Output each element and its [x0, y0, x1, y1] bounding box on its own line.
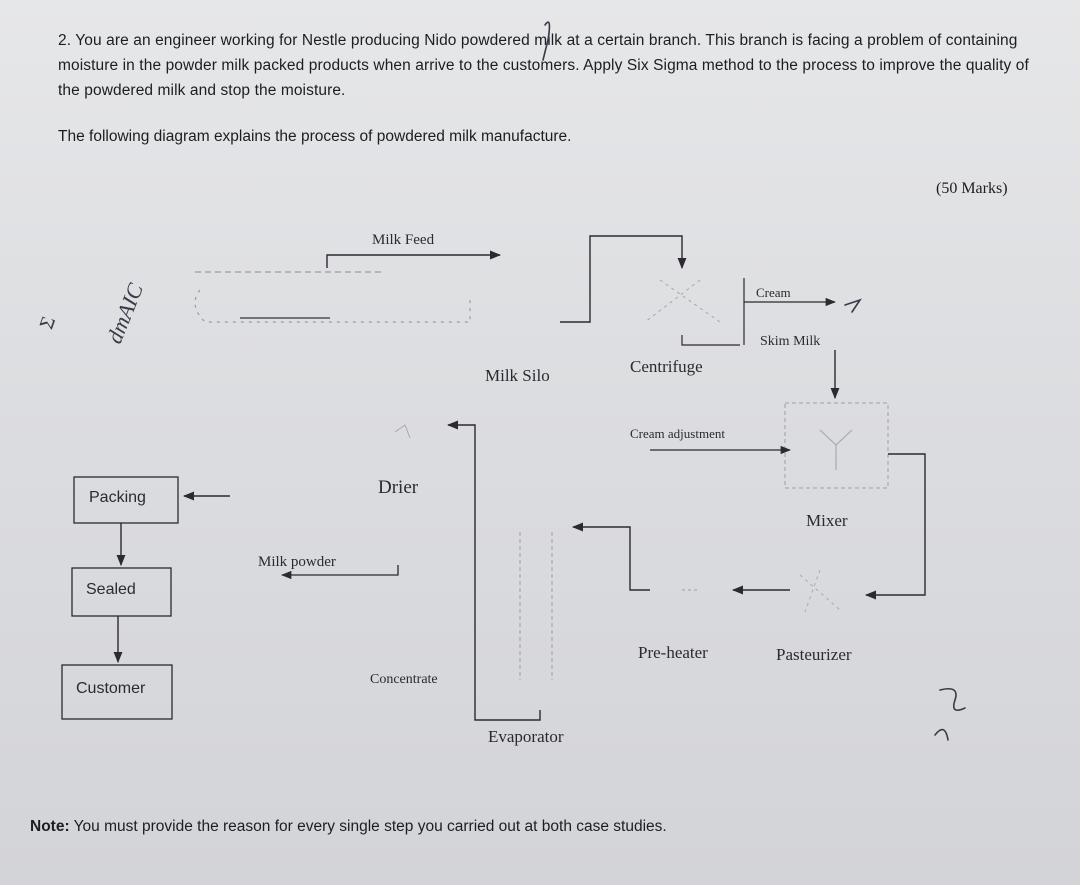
concentrate-label: Concentrate [370, 672, 438, 687]
handwritten-sigma: Σ [35, 314, 60, 332]
centrifuge-shape [644, 279, 721, 323]
mixer-shape [784, 402, 889, 489]
diagram-intro: The following diagram explains the proce… [58, 128, 572, 145]
handwritten-tick [542, 21, 551, 61]
preheater-to-evaporator-line [571, 522, 650, 591]
milk-silo-label: Milk Silo [485, 366, 550, 385]
packing-box [73, 476, 179, 524]
question-text: 2. You are an engineer working for Nestl… [58, 32, 1029, 99]
cream-handwritten-arrow [844, 298, 862, 313]
svg-text:dmAIC: dmAIC [101, 279, 148, 346]
silo-to-centrifuge-line [560, 235, 687, 323]
pasteurizer-label: Pasteurizer [776, 645, 852, 664]
packing-label: Packing [89, 489, 146, 506]
note-text: Note: You must provide the reason for ev… [30, 818, 667, 836]
pasteurizer-shape [799, 569, 841, 613]
note-label: Note: [30, 818, 70, 835]
drier-label: Drier [378, 477, 419, 498]
centrifuge-outlet [681, 335, 740, 346]
centrifuge-label: Centrifuge [630, 357, 703, 376]
drier-shape [394, 424, 411, 439]
evaporator-shape [519, 532, 553, 680]
evaporator-outlet-line [446, 420, 541, 721]
customer-label: Customer [76, 680, 146, 697]
milk-powder-label: Milk powder [258, 554, 336, 570]
customer-box [61, 664, 173, 720]
mixer-label: Mixer [806, 511, 848, 530]
pre-heater-label: Pre-heater [638, 643, 708, 662]
mixer-to-pasteurizer-line [864, 453, 926, 600]
milk-feed-label: Milk Feed [372, 232, 435, 248]
sealed-box [71, 567, 172, 617]
handwritten-scribble [934, 687, 966, 741]
marks-label: (50 Marks) [936, 180, 1008, 197]
cream-adjustment-label: Cream adjustment [630, 426, 725, 441]
skim-milk-label: Skim Milk [760, 334, 820, 349]
sealed-label: Sealed [86, 581, 136, 598]
cream-label: Cream [756, 285, 791, 300]
handwritten-margin-note: dmAIC [101, 279, 148, 346]
evaporator-label: Evaporator [488, 727, 564, 746]
note-body: You must provide the reason for every si… [73, 818, 667, 835]
milk-silo-tank [194, 271, 471, 323]
milk-feed-arrow [326, 250, 502, 268]
milk-powder-arrow [280, 565, 399, 580]
